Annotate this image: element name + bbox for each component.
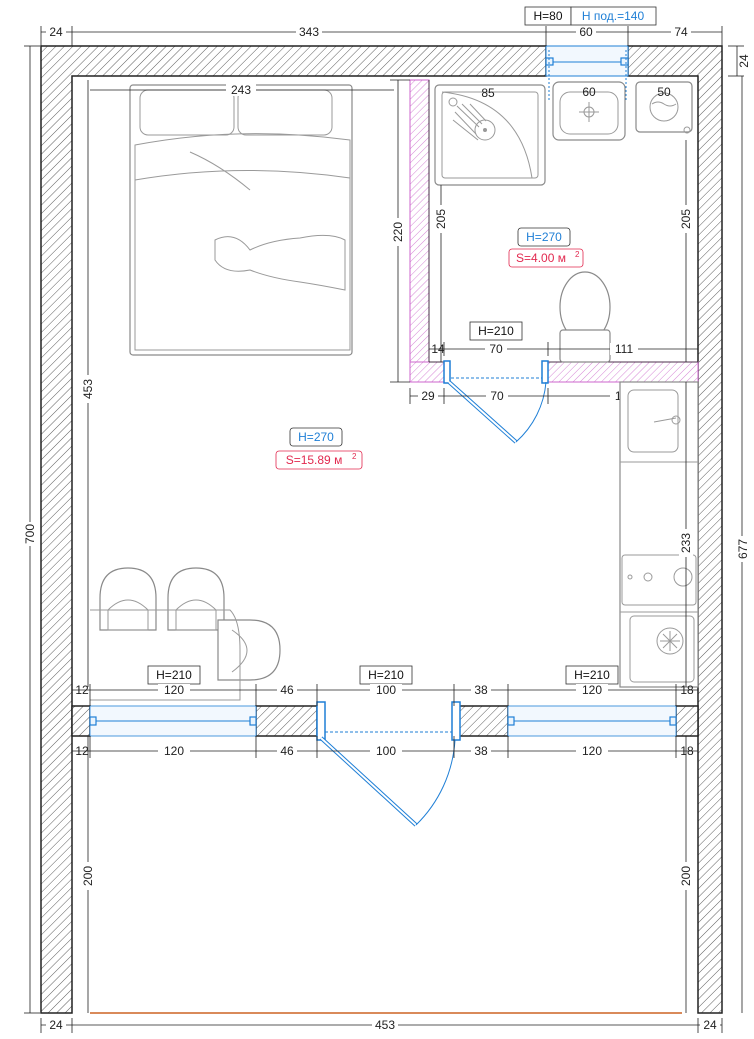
dim-top-window: 60 xyxy=(579,25,593,39)
partition-win1-tag: H=210 xyxy=(156,668,192,682)
dim-right-total: 677 xyxy=(736,539,750,559)
bath-washer xyxy=(635,81,693,134)
partition-win2-tag: H=210 xyxy=(574,668,610,682)
dim-top-left-wall: 24 xyxy=(49,25,63,39)
window-height-tag: H=80 xyxy=(533,9,562,23)
dim-room-left-height: 453 xyxy=(81,379,95,399)
dim-part-bot-4: 100 xyxy=(376,744,396,758)
bathroom-walls xyxy=(409,79,699,383)
dim-part-top-5: 38 xyxy=(474,683,488,697)
partition-seg-2 xyxy=(255,705,318,737)
bed xyxy=(129,84,353,356)
dim-part-bot-6: 120 xyxy=(582,744,602,758)
dim-part-bot-2: 120 xyxy=(164,744,184,758)
top-window xyxy=(545,45,629,100)
dim-part-top-4: 100 xyxy=(376,683,396,697)
dim-washer-width: 50 xyxy=(657,85,671,99)
bath-height-tag: H=270 xyxy=(526,230,562,244)
dim-shower-width: 85 xyxy=(481,86,495,100)
dim-balcony-right-height: 200 xyxy=(679,866,693,886)
room-left-dim: 453 xyxy=(81,80,95,687)
window-top-tags: H=80 H под.=140 xyxy=(524,6,657,26)
top-dimensions: 24 343 60 74 xyxy=(40,25,723,46)
window-top-opening xyxy=(545,45,629,77)
dim-part-bot-7: 18 xyxy=(680,744,694,758)
bath-wall-left xyxy=(409,79,430,383)
dim-top-main: 343 xyxy=(299,25,319,39)
bath-door-height-tag: H=210 xyxy=(478,324,514,338)
right-total-dim: 677 xyxy=(736,76,750,1013)
dim-bed-width: 243 xyxy=(231,83,251,97)
kitchen-dim: 233 xyxy=(679,382,693,687)
right-top-wall-dim: 24 xyxy=(728,45,751,77)
room-area-sup: 2 xyxy=(352,452,357,461)
dim-bath-right-height: 205 xyxy=(679,209,693,229)
dim-bottom-right-wall: 24 xyxy=(703,1018,717,1032)
dim-bottom-left-wall: 24 xyxy=(49,1018,63,1032)
partition-window-right xyxy=(507,705,677,737)
room-area-tag: S=15.89 м xyxy=(286,453,343,467)
bed-width-dim: 243 xyxy=(90,83,394,97)
window-top-frame-right xyxy=(620,57,629,66)
dim-top-right: 74 xyxy=(674,25,688,39)
dim-bath-door-top-right: 111 xyxy=(615,342,634,356)
partition-door-tag: H=210 xyxy=(368,668,404,682)
bathroom-door[interactable] xyxy=(443,360,549,444)
left-total-dim: 700 xyxy=(23,45,40,1014)
dim-bath-door-top-width: 70 xyxy=(489,342,503,356)
bath-area-sup: 2 xyxy=(575,250,580,259)
dim-left-total: 700 xyxy=(23,524,37,544)
balcony-door[interactable] xyxy=(316,701,461,827)
dim-part-top-6: 120 xyxy=(582,683,602,697)
bottom-dimensions: 24 453 24 xyxy=(40,1018,723,1033)
dim-bath-door-bot-width: 70 xyxy=(490,389,504,403)
dim-kitchen-height: 233 xyxy=(679,533,693,553)
dim-bath-left-height: 205 xyxy=(434,209,448,229)
shower-tray xyxy=(434,84,546,186)
dim-part-top-1: 12 xyxy=(75,683,89,697)
window-sill-tag: H под.=140 xyxy=(582,9,645,23)
dim-right-top-wall: 24 xyxy=(737,54,751,68)
balcony-dims: 200 200 xyxy=(81,736,693,1013)
dim-part-top-2: 120 xyxy=(164,683,184,697)
dim-bath-door-top-left: 14 xyxy=(431,342,445,356)
dim-part-bot-5: 38 xyxy=(474,744,488,758)
bath-dims: 205 205 220 xyxy=(390,79,693,383)
dim-bottom-main: 453 xyxy=(375,1018,395,1032)
bath-area-tag: S=4.00 м xyxy=(516,251,566,265)
toilet xyxy=(559,271,611,363)
partition-seg-3 xyxy=(453,705,509,737)
partition-window-left xyxy=(89,705,257,737)
partition-tags: H=210 H=210 H=210 xyxy=(147,665,619,685)
partition-dims-bottom: 12 120 46 100 38 120 18 xyxy=(72,736,698,758)
dining-chairs xyxy=(90,567,281,701)
dim-sink-width: 60 xyxy=(582,85,596,99)
room-height-tag: H=270 xyxy=(298,430,334,444)
bath-tags: H=270 S=4.00 м 2 xyxy=(508,227,584,268)
dim-part-bot-1: 12 xyxy=(75,744,89,758)
dim-part-bot-3: 46 xyxy=(280,744,294,758)
window-sill-tag-box xyxy=(570,6,657,26)
dim-balcony-left-height: 200 xyxy=(81,866,95,886)
dim-part-top-7: 18 xyxy=(680,683,694,697)
dim-bath-door-bot-left: 29 xyxy=(421,389,435,403)
bathroom-sink xyxy=(552,81,626,141)
partition-seg-4 xyxy=(675,705,699,737)
dim-part-top-3: 46 xyxy=(280,683,294,697)
partition-dims-top: 12 120 46 100 38 120 18 xyxy=(72,683,698,706)
partition-seg-1 xyxy=(71,705,91,737)
dim-bath-outer-height: 220 xyxy=(391,222,405,242)
room-tags: H=270 S=15.89 м 2 xyxy=(275,427,363,470)
